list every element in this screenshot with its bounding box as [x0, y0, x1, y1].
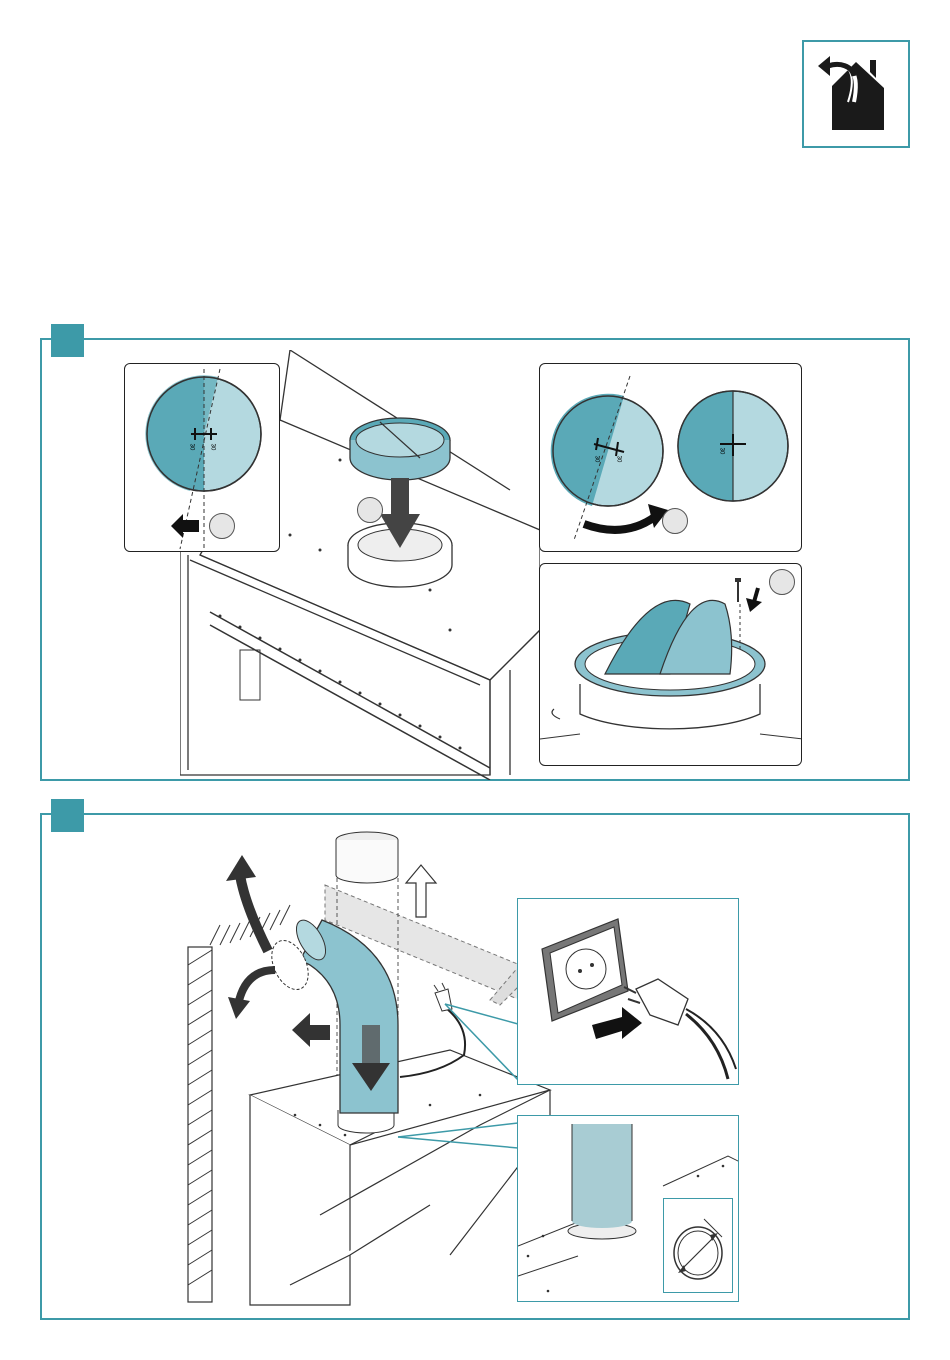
callout-plug-in	[517, 898, 739, 1085]
callout-rotate-halves-number	[662, 508, 688, 534]
socket-plug-diagram	[518, 899, 739, 1085]
damper-installed-diagram	[540, 564, 802, 766]
diameter-ring-icon	[664, 1199, 732, 1292]
ducted-exhaust-house-icon	[804, 42, 908, 146]
callout-damper-alignment-number	[209, 513, 235, 539]
angle-mark-left: 30	[188, 444, 194, 451]
callout-screw-fix	[539, 563, 802, 766]
callout-rotate-halves: 30 30 30	[539, 363, 802, 552]
angle-mark-b: 30	[615, 456, 621, 463]
callout-screw-fix-number	[769, 569, 795, 595]
callout-duct-diameter	[517, 1115, 739, 1302]
step2-number-badge	[51, 799, 84, 832]
damper-top-view-diagram	[125, 364, 280, 552]
header-icon-frame	[802, 40, 910, 148]
step1-main-number-circle	[357, 497, 383, 523]
diameter-detail-box	[663, 1198, 733, 1293]
callout-leader-lines	[390, 990, 530, 1150]
angle-mark-a: 30	[593, 456, 599, 463]
angle-mark-right: 30	[209, 444, 215, 451]
callout-damper-alignment: 30 30	[124, 363, 280, 552]
angle-mark-c: 30	[718, 448, 724, 455]
step1-number-badge	[51, 324, 84, 357]
